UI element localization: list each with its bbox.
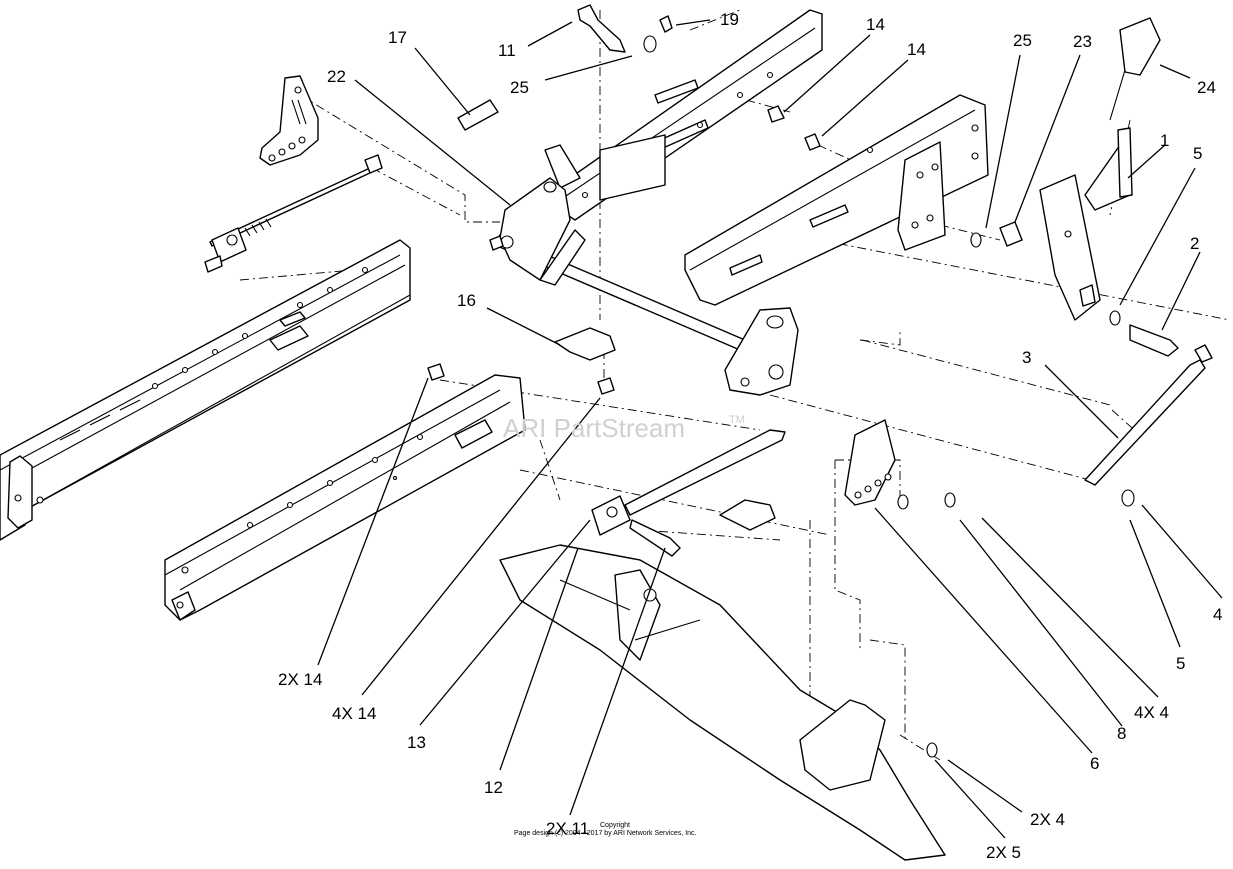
linkage-lower (591, 344, 1213, 557)
callout-22: 22 (327, 67, 346, 86)
callout-14-right: 14 (907, 40, 926, 59)
callout-5-lower: 5 (1176, 654, 1185, 673)
callout-2x11: 2X 11 (546, 819, 589, 838)
callout-2x5: 2X 5 (986, 843, 1021, 862)
mower-deck (499, 544, 946, 861)
frame-rail-left (0, 239, 411, 541)
callout-4: 4 (1213, 605, 1222, 624)
leader-lines (317, 19, 1223, 839)
copyright-line-2: Page design (c) 2004 - 2017 by ARI Netwo… (514, 830, 697, 837)
callout-8: 8 (1117, 724, 1126, 743)
callout-25-right: 25 (1013, 31, 1032, 50)
mount-plate-left (259, 75, 319, 166)
callout-14-top: 14 (866, 15, 885, 34)
callout-5-upper: 5 (1193, 144, 1202, 163)
callout-17: 17 (388, 28, 407, 47)
callout-1: 1 (1160, 131, 1169, 150)
callout-23: 23 (1073, 32, 1092, 51)
callout-16: 16 (457, 291, 476, 310)
copyright-line-1: Copyright (600, 822, 630, 829)
callout-2x4: 2X 4 (1030, 810, 1065, 829)
callout-3: 3 (1022, 348, 1031, 367)
callout-6: 6 (1090, 754, 1099, 773)
callout-11: 11 (498, 41, 516, 60)
callout-13: 13 (407, 733, 426, 752)
watermark-text: ARI PartStream (503, 413, 685, 443)
upper-channel (544, 9, 823, 221)
callout-4x4: 4X 4 (1134, 703, 1169, 722)
adjustment-rod-left (204, 154, 383, 273)
right-channel (684, 94, 989, 306)
callout-12: 12 (484, 778, 503, 797)
callout-2x14: 2X 14 (278, 670, 322, 689)
callouts: 17 11 19 14 14 25 25 23 24 22 1 5 2 16 3… (278, 10, 1222, 862)
callout-4x14: 4X 14 (332, 704, 376, 723)
callout-25-left: 25 (510, 78, 529, 97)
callout-24: 24 (1197, 78, 1216, 97)
watermark-trademark: TM (729, 414, 745, 426)
callout-2: 2 (1190, 234, 1199, 253)
rock-shaft-assembly (489, 177, 799, 396)
callout-19: 19 (720, 10, 739, 29)
hardware-upper (427, 4, 1179, 395)
frame-rail-right (164, 374, 526, 621)
lift-lever (1039, 17, 1161, 321)
